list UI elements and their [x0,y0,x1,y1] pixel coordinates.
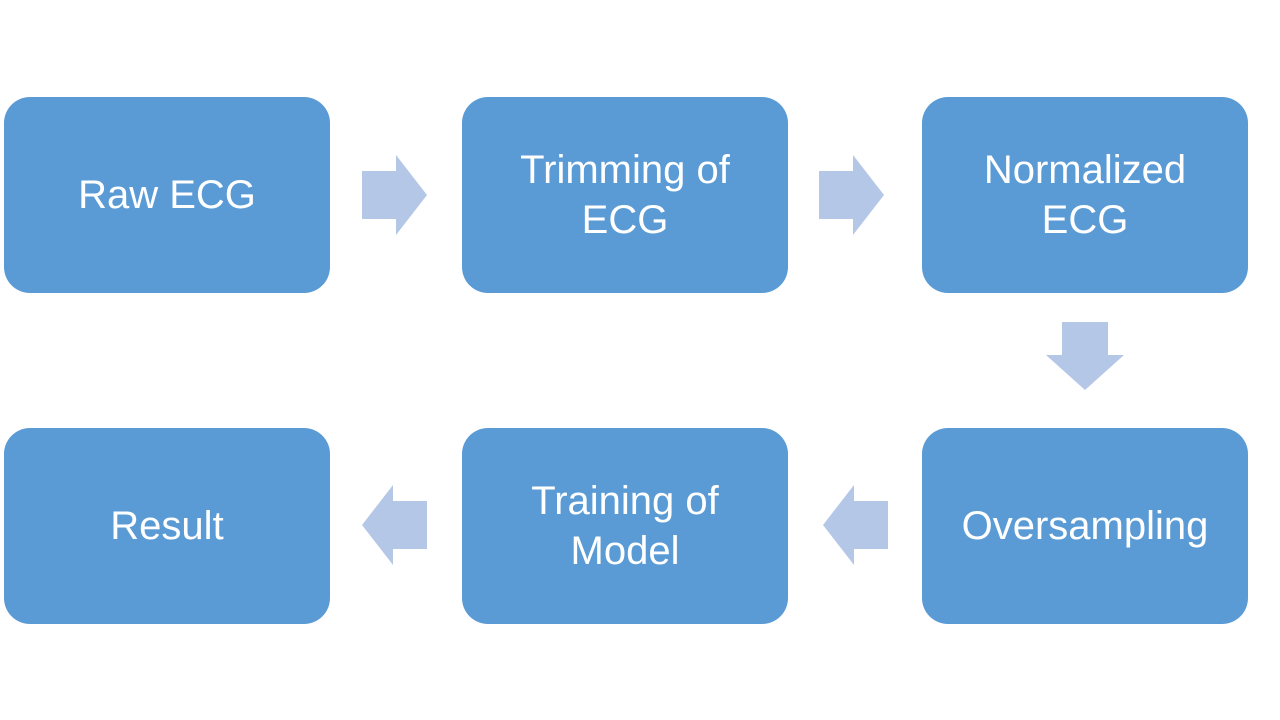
node-trimming-of-ecg: Trimming of ECG [462,97,788,293]
node-raw-ecg-label: Raw ECG [78,173,256,217]
arrow-left-icon-2 [362,485,427,565]
node-result: Result [4,428,330,624]
node-raw-ecg: Raw ECG [4,97,330,293]
node-trimming-of-ecg-label: Trimming of ECG [520,148,730,242]
node-oversampling-label: Oversampling [961,504,1209,548]
node-normalized-ecg: Normalized ECG [922,97,1248,293]
arrow-right-icon-2 [819,155,884,235]
arrow-left-shape [823,485,888,565]
node-oversampling: Oversampling [922,428,1248,624]
arrow-right-shape [362,155,427,235]
arrow-down-shape [1046,322,1124,390]
node-training-of-model: Training of Model [462,428,788,624]
arrow-right-shape [819,155,884,235]
node-normalized-ecg-label: Normalized ECG [983,148,1187,242]
node-result-label: Result [110,504,224,548]
arrow-down-icon [1046,322,1124,390]
arrow-right-icon-1 [362,155,427,235]
node-training-of-model-label: Training of Model [531,479,719,573]
arrow-left-icon-1 [823,485,888,565]
arrow-left-shape [362,485,427,565]
